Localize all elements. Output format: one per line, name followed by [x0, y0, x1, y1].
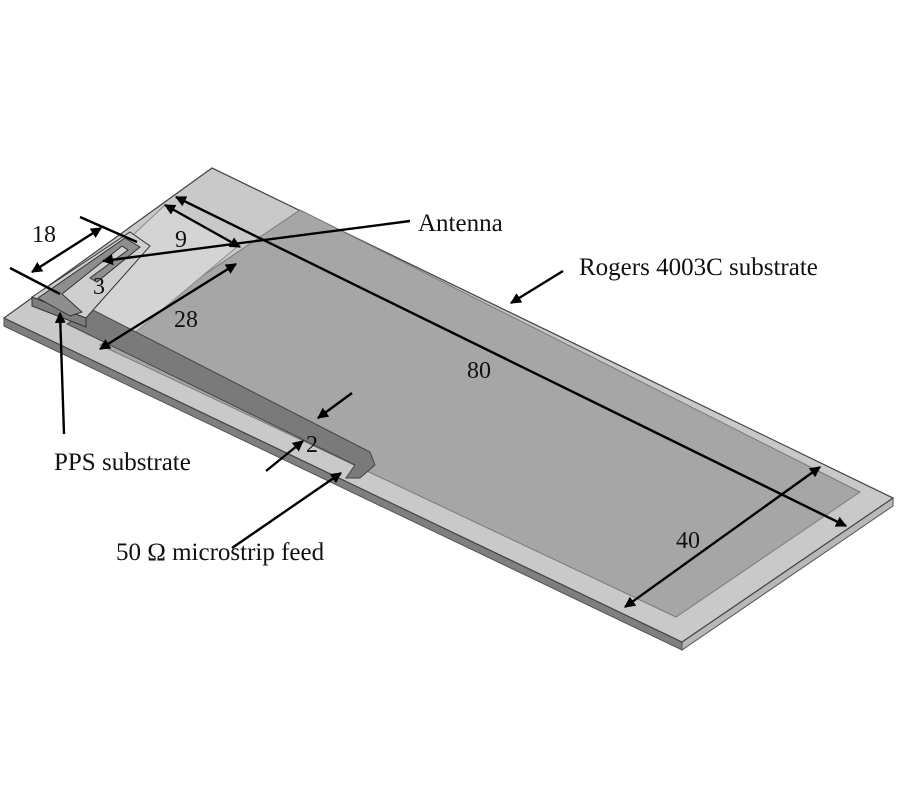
dimension-18: 18: [32, 222, 56, 248]
pps-callout-line: [54, 311, 66, 435]
rogers-substrate-label: Rogers 4003C substrate: [579, 254, 818, 281]
dim-arrow-40: [624, 466, 821, 608]
dimension-28: 28: [174, 307, 198, 333]
feed-callout-line: [231, 472, 342, 549]
microstrip-feed-label: 50 Ω microstrip feed: [116, 539, 325, 566]
dimension-2: 2: [306, 432, 318, 458]
antenna-label: Antenna: [418, 210, 503, 237]
antenna-callout-line: [101, 219, 411, 266]
callout-lines: [54, 219, 564, 549]
antenna-trace: [37, 237, 141, 317]
dim-arrow-2-lower: [265, 440, 304, 472]
dimension-lines: [9, 195, 847, 608]
dimension-9: 9: [175, 227, 187, 253]
dimension-80: 80: [467, 358, 491, 384]
rogers-callout-line: [510, 269, 564, 305]
dim-arrow-2-upper: [317, 392, 353, 419]
dimension-3: 3: [93, 274, 105, 300]
dim-arrow-18: [31, 226, 102, 274]
pps-substrate-label: PPS substrate: [54, 449, 191, 476]
pps-substrate: [30, 231, 151, 328]
dimension-40: 40: [676, 528, 700, 554]
